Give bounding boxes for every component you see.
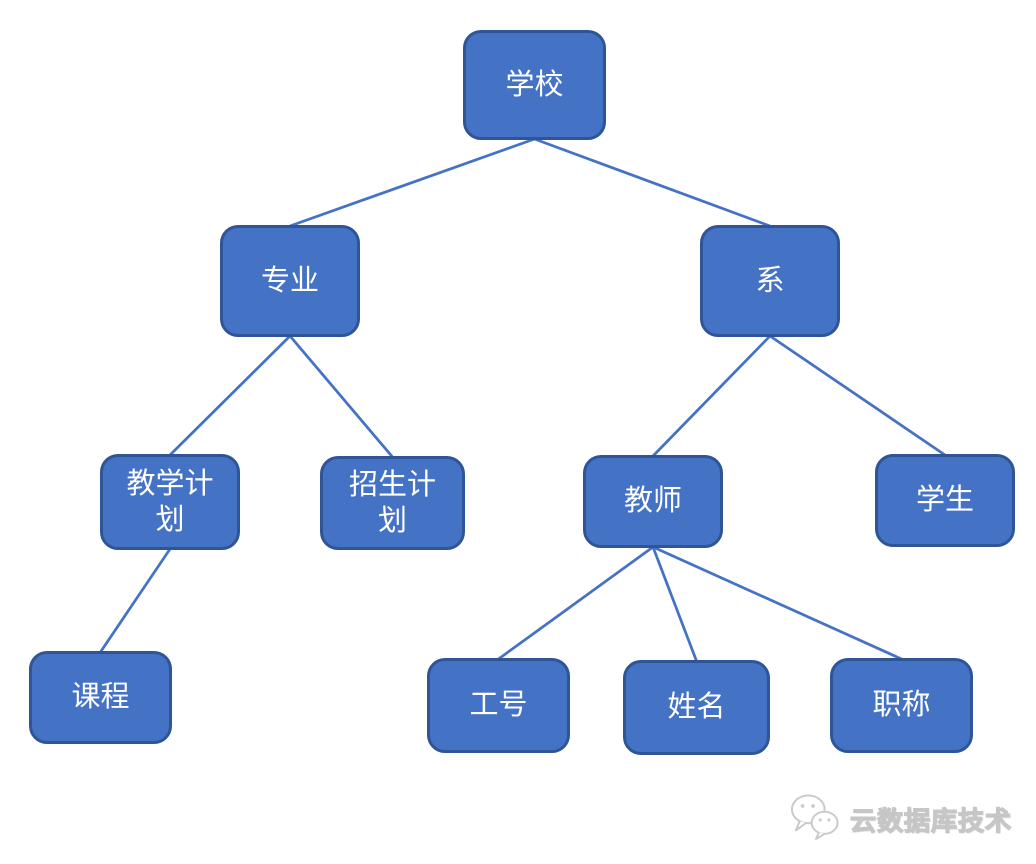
node-school-label: 学校 [505,68,564,101]
node-enrollment-plan: 招生计 划 [320,456,465,550]
edge-major-teaching-plan [169,335,291,456]
node-course: 课程 [29,651,172,744]
wechat-icon [788,793,842,846]
node-teaching-plan: 教学计 划 [100,454,240,550]
node-school: 学校 [463,30,606,140]
node-enrollment-plan-label: 招生计 划 [348,468,436,537]
node-teacher-label: 教师 [623,485,682,518]
edge-major-enroll-plan [288,335,394,458]
node-teaching-plan-label: 教学计 划 [126,467,214,536]
edge-teacher-employee-id [497,545,654,661]
node-job-title: 职称 [830,658,973,753]
watermark-text: 云数据库技术 [849,805,1012,836]
node-employee-id: 工号 [427,658,570,753]
node-department-label: 系 [755,264,785,297]
node-student-label: 学生 [915,484,974,517]
watermark: 云数据库技术 [788,793,1012,846]
edge-teacher-job-title [652,545,903,661]
node-major-label: 专业 [260,264,319,297]
node-major: 专业 [220,225,360,337]
node-course-label: 课程 [71,681,130,714]
edge-teacher-name [651,546,698,662]
edge-department-teacher [652,335,771,457]
edge-school-major [289,137,535,228]
edge-school-department [534,137,771,228]
edge-department-student [769,334,946,457]
node-job-title-label: 职称 [872,689,931,722]
edge-teaching-plan-course [99,548,172,653]
node-name-label: 姓名 [667,691,726,724]
node-employee-id-label: 工号 [469,689,528,722]
node-name: 姓名 [623,660,770,755]
node-department: 系 [700,225,840,337]
node-teacher: 教师 [583,455,723,548]
node-student: 学生 [875,454,1015,547]
